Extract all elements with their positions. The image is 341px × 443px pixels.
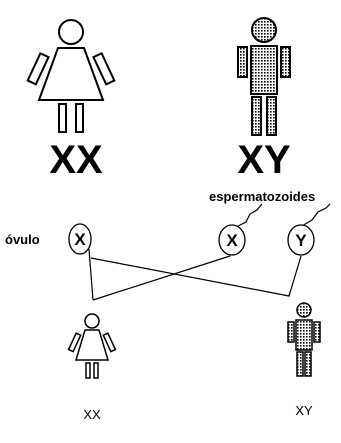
sperm-y-chromosome: Y (295, 231, 307, 250)
son-figure-icon (287, 302, 321, 377)
sperm-cell-x: X (218, 224, 246, 256)
daughter-figure-icon (67, 313, 117, 379)
egg-chromosome: X (74, 230, 86, 249)
son-genotype: XY (295, 403, 313, 418)
father-genotype: XY (237, 138, 291, 182)
egg-cell-outline (68, 223, 92, 255)
sperm-label: espermatozoides (209, 189, 315, 204)
egg-cell: X (68, 223, 92, 255)
male-figure-icon (237, 17, 291, 136)
sperm-x-chromosome: X (226, 231, 238, 250)
cross-lines (88, 248, 302, 301)
sperm-y-outline (287, 224, 315, 256)
sperm-leader-lines (237, 203, 331, 227)
mother-genotype: XX (49, 138, 103, 182)
female-figure-icon (26, 19, 116, 133)
egg-label: óvulo (5, 232, 40, 247)
sperm-x-outline (218, 224, 246, 256)
sperm-cell-y: Y (287, 224, 315, 256)
daughter-genotype: XX (83, 407, 101, 422)
